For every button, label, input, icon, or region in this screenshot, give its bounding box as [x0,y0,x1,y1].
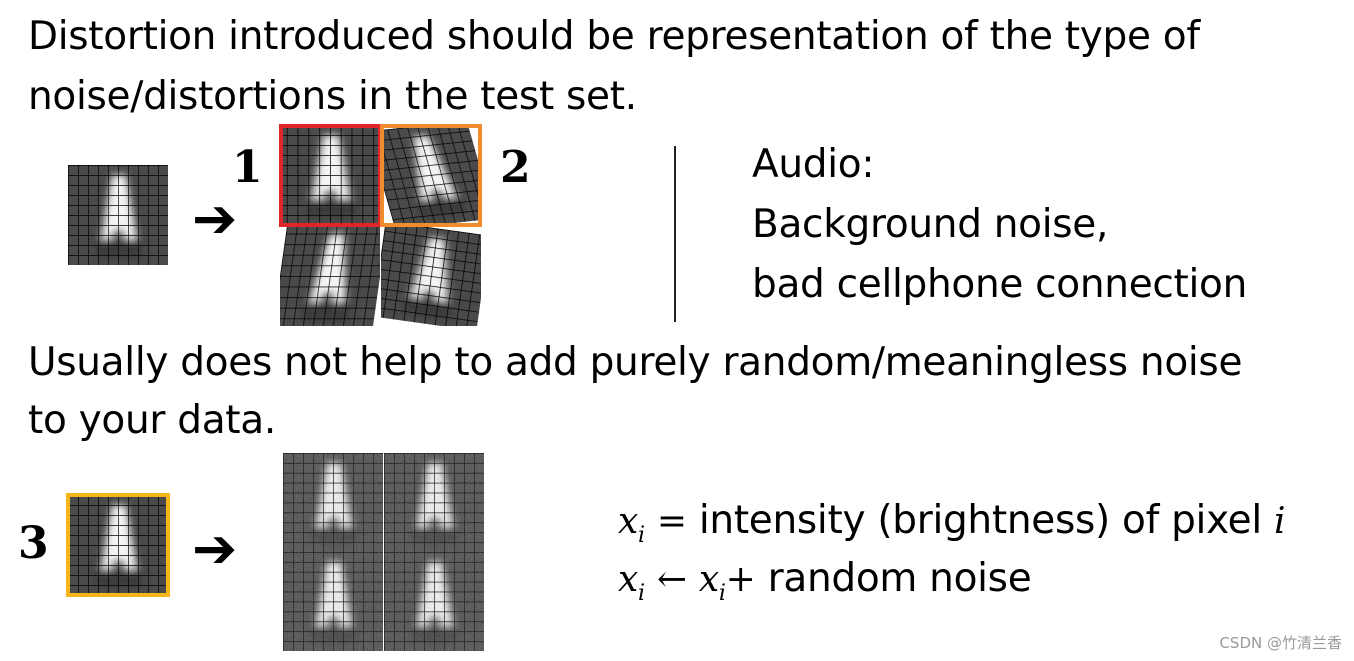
formula2-lhs-sub: i [638,580,645,606]
frame-orange [380,124,482,227]
note-line-2: to your data. [28,398,276,443]
formula1-text: intensity (brightness) of pixel [698,498,1262,543]
formula-noise: xi ← xi+ random noise [618,550,1032,623]
arrow-to-noisy: ➔ [192,517,238,580]
formula1-var: x [618,501,639,542]
noisy-letters-grid [283,453,484,651]
noisy-letter-2 [384,453,484,552]
formula2-arrow: ← [656,559,687,600]
divider-line [674,146,676,322]
heading-line-2: noise/distortions in the test set. [28,74,637,119]
noisy-letter-3 [283,552,383,651]
audio-item-1: Background noise, [752,202,1109,247]
watermark: CSDN @竹清兰香 [1219,634,1342,652]
noisy-letter-1 [283,453,383,552]
frame-yellow [66,493,170,597]
audio-title: Audio: [752,142,875,187]
distorted-letter-3 [280,226,380,326]
formula1-sub: i [638,522,645,548]
noisy-letter-4 [384,552,484,651]
formula2-lhs-var: x [618,559,639,600]
formula2-rhs-var: x [698,559,719,600]
frame-red [279,124,382,227]
note-line-1: Usually does not help to add purely rand… [28,340,1243,385]
audio-item-2: bad cellphone connection [752,262,1248,307]
formula1-eq: = [656,501,687,542]
formula2-rhs-sub: i [718,580,726,606]
label-1: 1 [232,142,263,193]
formula2-plus: + [725,559,756,600]
formula1-index: i [1274,501,1286,542]
heading-line-1: Distortion introduced should be represen… [28,14,1200,59]
distorted-letter-4 [381,226,481,326]
label-3: 3 [18,518,49,569]
arrow-to-distorted: ➔ [192,187,238,250]
formula-intensity: xi = intensity (brightness) of pixel i [618,492,1286,565]
formula2-text: random noise [767,556,1032,601]
label-2: 2 [500,142,531,193]
original-letter-image [68,165,168,265]
